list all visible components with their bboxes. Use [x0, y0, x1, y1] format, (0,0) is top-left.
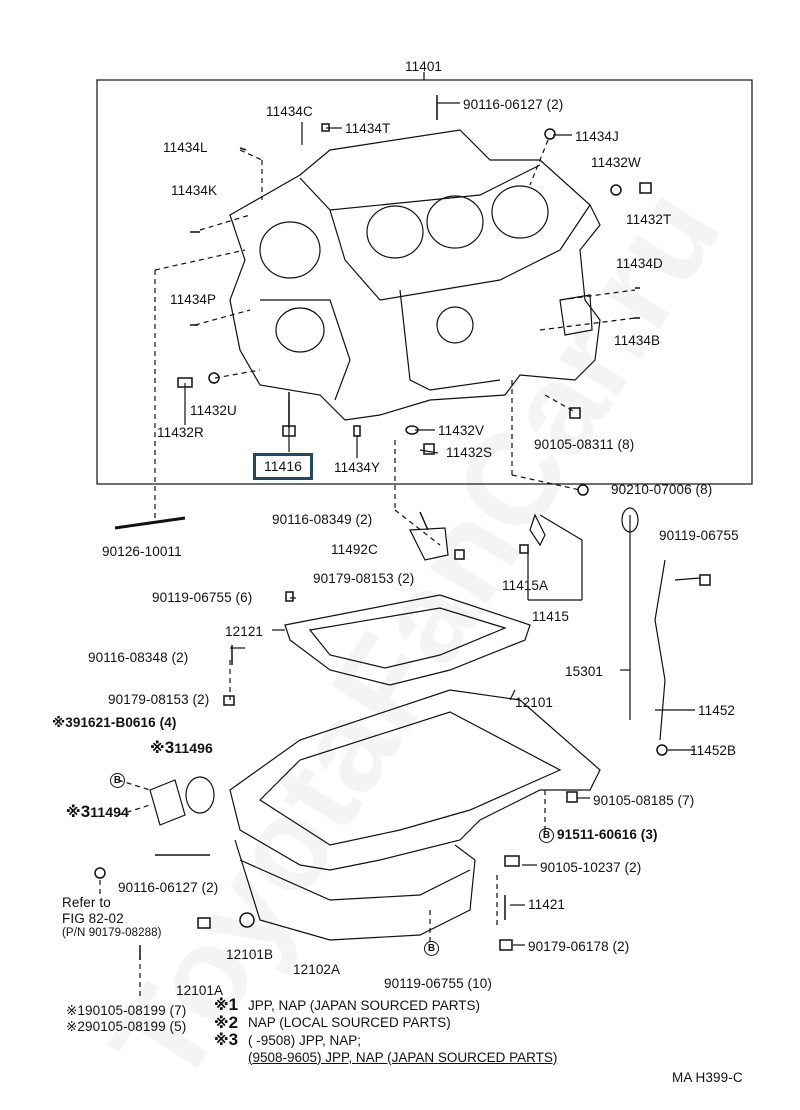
label-12102A: 12102A: [293, 962, 341, 977]
label-11434P: 11434P: [170, 292, 217, 307]
label-90119-06755-10: 90119-06755 (10): [384, 976, 492, 991]
label-11415: 11415: [532, 609, 570, 624]
label-12101B: 12101B: [226, 947, 274, 962]
label-11434L: 11434L: [163, 140, 208, 155]
oil-pan-upper: [229, 689, 601, 871]
label-11434D: 11434D: [616, 256, 663, 271]
note-1: ※1 JPP, NAP (JAPAN SOURCED PARTS): [214, 995, 481, 1014]
label-90116-08348: 90116-08348 (2): [88, 650, 189, 665]
part-11496: 11496: [174, 740, 213, 756]
label-11494: ※311494: [66, 802, 129, 821]
label-11496: ※311496: [150, 738, 213, 757]
label-11432S: 11432S: [446, 445, 493, 460]
num-3: 3: [80, 802, 91, 821]
label-90105-08311: 90105-08311 (8): [534, 437, 635, 452]
num-3: 3: [65, 715, 73, 730]
bolt-marker-B1: B: [110, 772, 128, 788]
label-90116-06127-b: 90116-06127 (2): [118, 880, 219, 895]
label-90105-10237: 90105-10237 (2): [540, 860, 642, 875]
star-mark: ※: [66, 804, 81, 821]
label-90116-08349: 90116-08349 (2): [272, 512, 373, 527]
num-3: 3: [164, 738, 175, 757]
label-fig-82-02: FIG 82-02: [62, 911, 124, 926]
notes-legend: ※1 JPP, NAP (JAPAN SOURCED PARTS) ※2 NAP…: [214, 995, 558, 1066]
label-90179-08153-b: 90179-08153 (2): [108, 692, 210, 707]
label-11434J: 11434J: [575, 129, 619, 144]
label-11434B: 11434B: [614, 333, 661, 348]
label-12101A: 12101A: [176, 983, 224, 998]
label-12101: 12101: [515, 695, 554, 710]
label-90119-06755-right: 90119-06755: [659, 528, 739, 543]
label-90179-06178: 90179-06178 (2): [528, 939, 630, 954]
cylinder-block: [229, 129, 601, 421]
highlighted-part-11416[interactable]: 11416: [253, 453, 313, 480]
label-90210-07006: 90210-07006 (8): [611, 482, 713, 497]
label-bottom-1: ※190105-08199 (7): [66, 1003, 187, 1018]
label-11434C: 11434C: [266, 104, 313, 119]
label-15301: 15301: [565, 664, 604, 679]
star-mark: ※: [150, 740, 165, 757]
long-bolt-90126: [114, 516, 186, 530]
label-11432V: 11432V: [438, 423, 485, 438]
label-90116-06127-top: 90116-06127 (2): [463, 97, 564, 112]
part-91621: 91621-B0616 (4): [72, 715, 177, 730]
label-90179-08153-top: 90179-08153 (2): [313, 571, 415, 586]
label-11432R: 11432R: [157, 425, 204, 440]
label-11492C: 11492C: [331, 542, 378, 557]
note-3: ※3 ( -9508) JPP, NAP;: [214, 1030, 362, 1049]
label-bottom-2: ※290105-08199 (5): [66, 1019, 187, 1034]
bolt-marker-B2: B: [539, 827, 554, 843]
oil-pan-gasket: [284, 594, 531, 686]
bolt-marker-B3: B: [424, 940, 442, 956]
note-2: ※2 NAP (LOCAL SOURCED PARTS): [214, 1012, 451, 1032]
label-11432T: 11432T: [626, 212, 672, 227]
label-11434K: 11434K: [171, 183, 218, 198]
label-11452B: 11452B: [690, 743, 737, 758]
oil-seal-retainer-11496: [185, 776, 215, 814]
label-90119-06755-6: 90119-06755 (6): [152, 590, 253, 605]
label-90105-08185: 90105-08185 (7): [593, 793, 695, 808]
part-91511: 91511-60616 (3): [557, 827, 658, 842]
label-11415A: 11415A: [502, 578, 549, 593]
part-11494: 11494: [90, 804, 129, 820]
label-refer-to: Refer to: [62, 895, 111, 910]
label-11434Y: 11434Y: [334, 460, 381, 475]
label-91621-B0616: ※391621-B0616 (4): [52, 715, 176, 730]
label-11432U: 11432U: [190, 403, 237, 418]
label-11421: 11421: [528, 897, 566, 912]
label-pn-90179-08288: (P/N 90179-08288): [62, 927, 162, 939]
cover-plate-11494: [149, 779, 186, 826]
label-11434T: 11434T: [345, 121, 391, 136]
label-12121: 12121: [225, 624, 264, 639]
star-mark: ※: [52, 715, 66, 730]
dipstick-guide: [654, 559, 666, 741]
note-4: (9508-9605) JPP, NAP (JAPAN SOURCED PART…: [248, 1049, 558, 1065]
oil-pan-lower: [234, 839, 476, 941]
footer-code: MA H399-C: [672, 1070, 743, 1085]
label-11432W: 11432W: [591, 155, 641, 170]
label-11452: 11452: [698, 703, 736, 718]
label-frame-title: 11401: [405, 59, 443, 74]
label-90126-10011: 90126-10011: [102, 544, 182, 559]
